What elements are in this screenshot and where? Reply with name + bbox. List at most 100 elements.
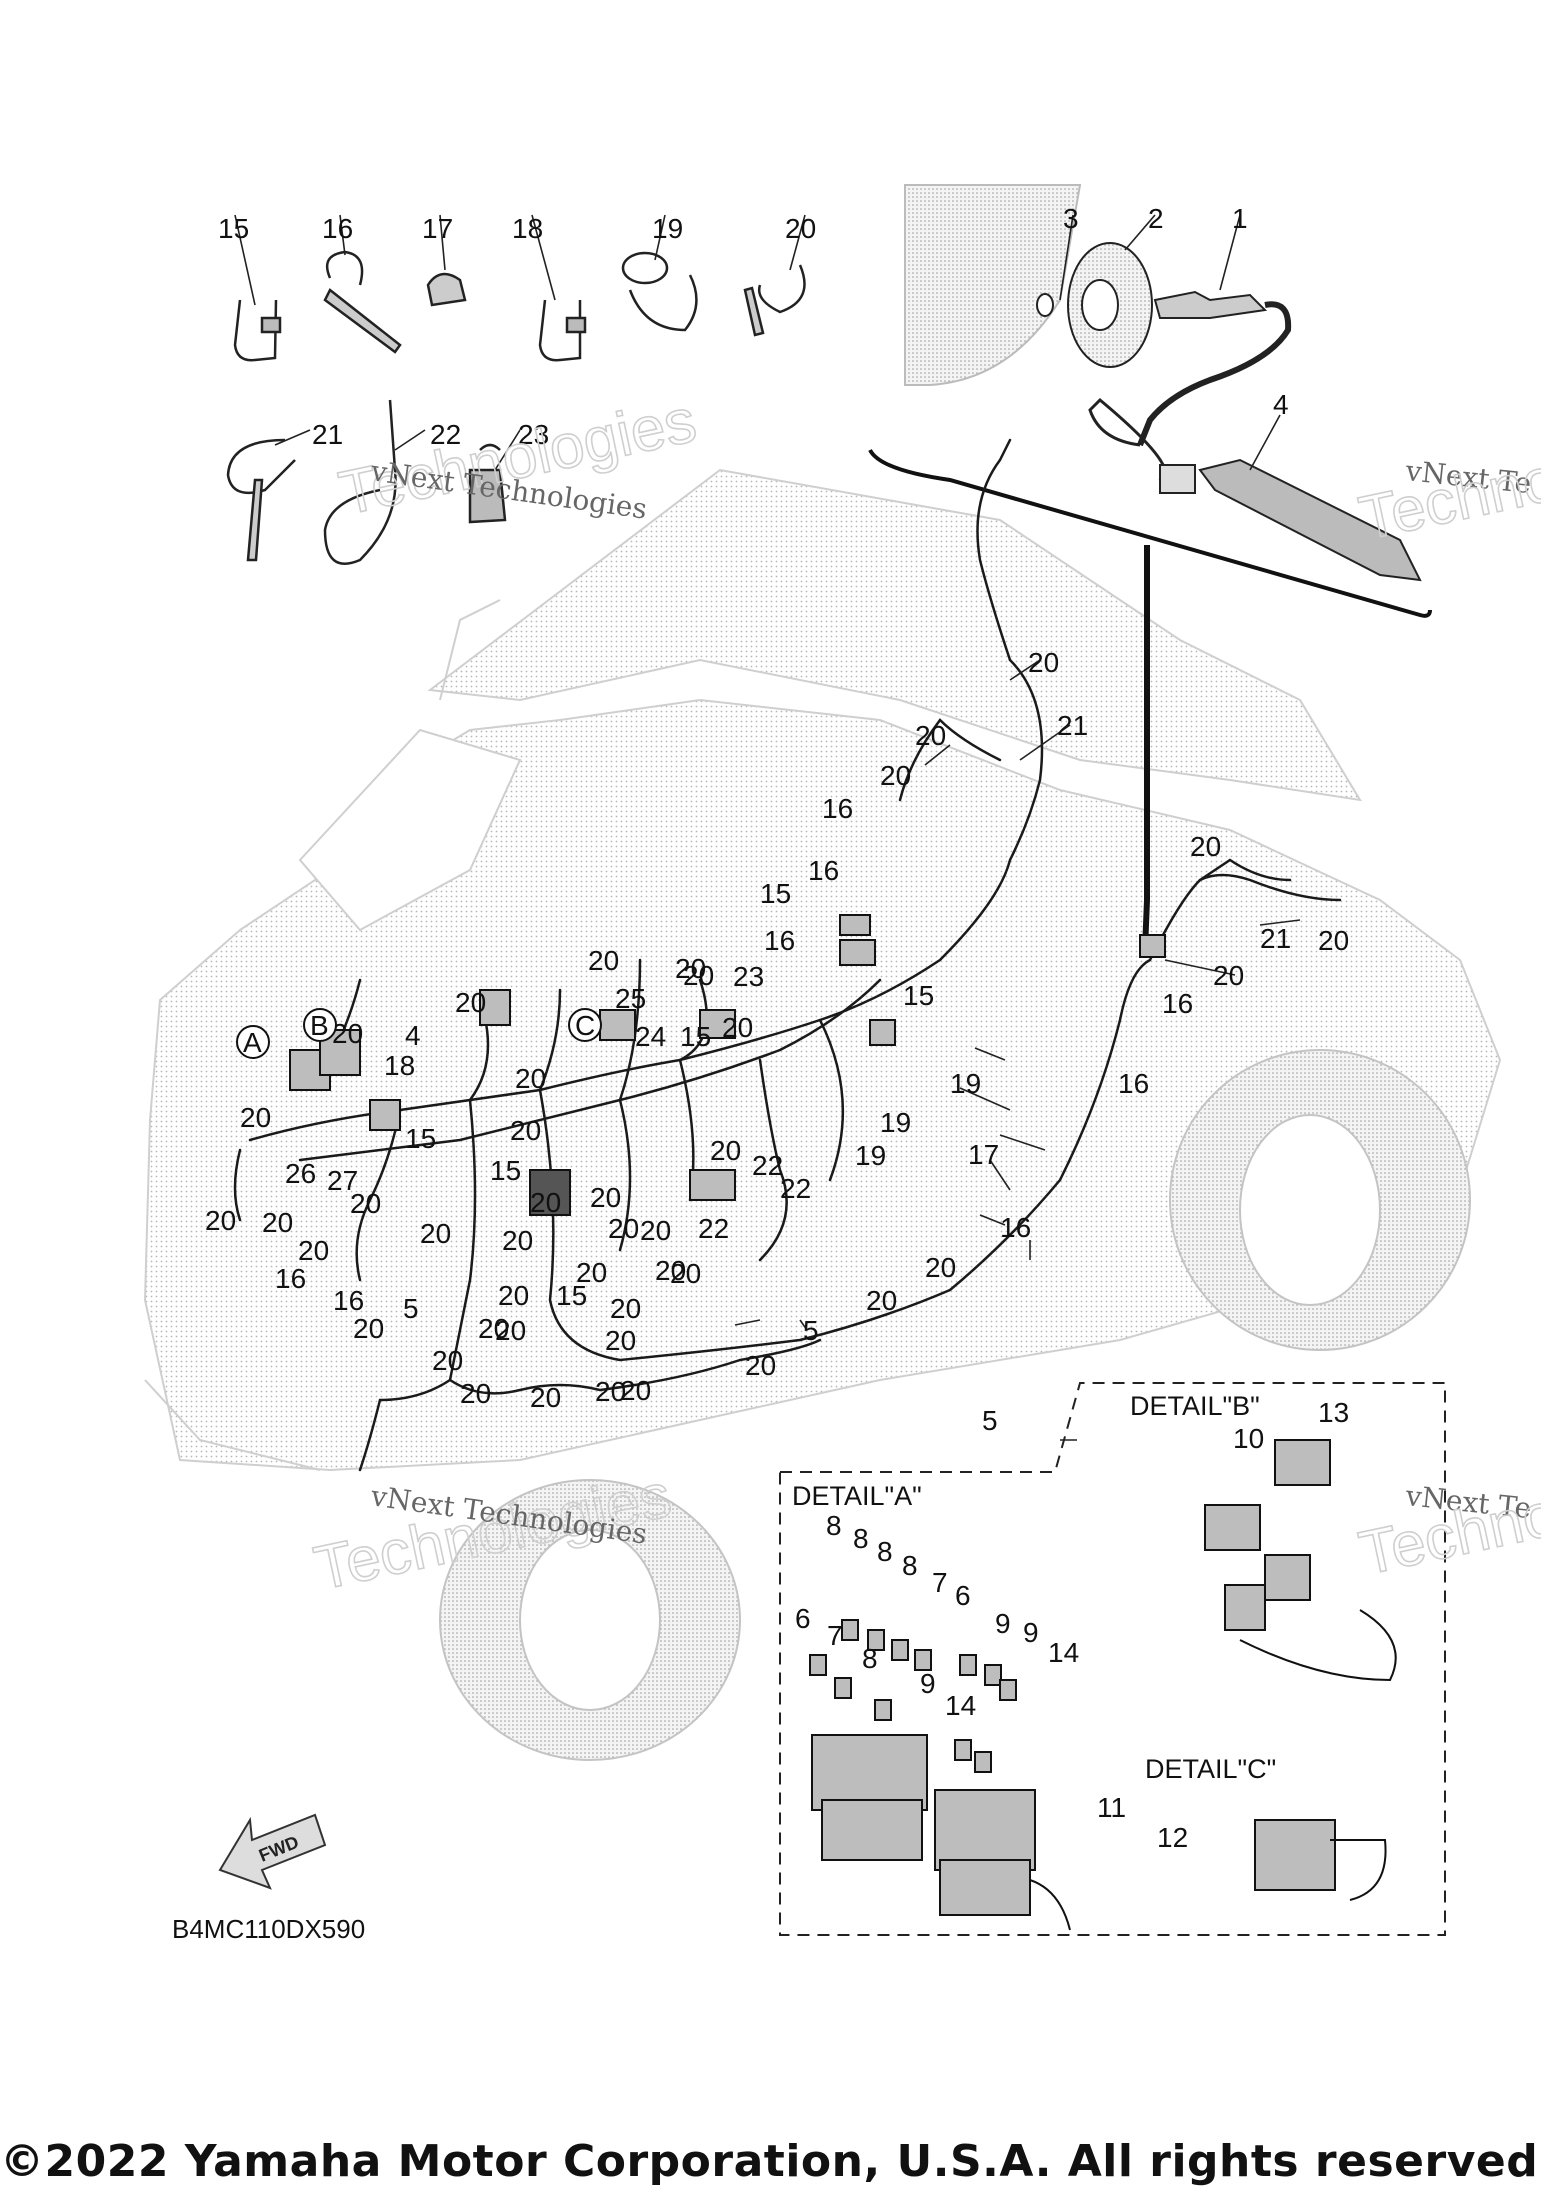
harness-callout: 20 [745,1350,776,1381]
sensor-assembly [904,184,1422,582]
detail-a-callout: 14 [945,1690,976,1721]
callout-4: 4 [1273,389,1289,420]
detail-a-callout: 6 [795,1603,811,1634]
harness-callout: 15 [903,980,934,1011]
marker-a-circle [236,1025,270,1059]
detail-c-labels: 11 12 [1097,1792,1188,1853]
harness-callout: 21 [1260,923,1291,954]
top-callouts: 15 16 17 18 19 20 21 22 23 3 2 1 4 [218,203,1289,450]
detail-b-labels: 10 13 [1233,1397,1349,1454]
harness-callout: 16 [275,1263,306,1294]
detail-a-callout: 7 [827,1620,843,1651]
harness-callout: 22 [752,1150,783,1181]
callout-3: 3 [1063,203,1079,234]
harness-callout: 20 [353,1313,384,1344]
diagram-code: B4MC110DX590 [172,1914,365,1944]
callout-leaders [234,214,1301,1441]
harness-callout: 20 [478,1313,509,1344]
harness-callout: 5 [403,1293,419,1324]
relay-art [1204,1439,1397,1901]
harness-callout: 20 [240,1102,271,1133]
callout-2: 2 [1148,203,1164,234]
harness-callout: 20 [1028,647,1059,678]
harness-callout: 19 [950,1068,981,1099]
harness-callout: 15 [405,1123,436,1154]
harness-callout: 16 [808,855,839,886]
callout-22: 22 [430,419,461,450]
harness-callout: 20 [915,720,946,751]
detail-a-callout: 8 [877,1536,893,1567]
harness-callout: 20 [530,1382,561,1413]
harness-callout: 26 [285,1158,316,1189]
detail-a-callout: 8 [862,1643,878,1674]
harness-callout: 20 [675,953,706,984]
harness-callout: 15 [556,1280,587,1311]
callout-19: 19 [652,213,683,244]
detail-a-callout: 8 [826,1510,842,1541]
harness-connectors [289,914,1166,1216]
harness-callout: 21 [1057,710,1088,741]
harness-callout: 20 [590,1182,621,1213]
copyright-notice: ©2022 Yamaha Motor Corporation, U.S.A. A… [0,2136,1541,2187]
harness-callout: 19 [855,1140,886,1171]
harness-callout: 20 [588,945,619,976]
harness-callout: 16 [764,925,795,956]
detail-a-callout: 8 [853,1523,869,1554]
vehicle-outline [143,468,1502,1761]
harness-callout: 20 [640,1215,671,1246]
detail-a-callout: 9 [920,1668,936,1699]
harness-callout: 20 [510,1115,541,1146]
harness-callout: 20 [530,1187,561,1218]
harness-callout: 4 [405,1020,421,1051]
harness-callout: 27 [327,1165,358,1196]
harness-callout: 5 [803,1315,819,1346]
harness-callout: 20 [515,1063,546,1094]
harness-callout: 20 [1213,960,1244,991]
forward-arrow-icon [218,1813,327,1890]
harness-callout: 16 [1000,1212,1031,1243]
detail-a-callout: 9 [1023,1617,1039,1648]
harness-callout: 20 [420,1218,451,1249]
callout-15: 15 [218,213,249,244]
harness-callout: 20 [655,1255,686,1286]
clip-row-second [226,399,507,565]
harness-callout: 20 [455,987,486,1018]
harness-callout: 15 [680,1021,711,1052]
callout-20: 20 [785,213,816,244]
harness-callout: 20 [866,1285,897,1316]
detail-reference: 5 [982,1405,998,1436]
detail-a-callout: 6 [955,1580,971,1611]
detail-c-callout: 11 [1097,1792,1126,1823]
harness-callout: 20 [205,1205,236,1236]
harness-callout: 17 [968,1139,999,1170]
harness-callout: 20 [502,1225,533,1256]
harness-callout: 20 [298,1235,329,1266]
marker-a: A [243,1027,262,1058]
harness-callout: 20 [262,1207,293,1238]
harness-callout: 20 [710,1135,741,1166]
detail-a-labels: 8 8 8 8 7 6 6 7 8 9 9 14 9 14 [795,1510,1079,1721]
detail-c-callout: 12 [1157,1822,1188,1853]
harness-callouts: 20 21 20 20 16 16 15 16 15 20 21 20 20 1… [205,647,1349,1413]
harness-callout: 24 [635,1021,666,1052]
harness-callout: 20 [498,1280,529,1311]
harness-callout: 18 [384,1050,415,1081]
marker-b-circle [303,1008,337,1042]
harness-callout: 20 [605,1325,636,1356]
harness-callout: 23 [733,961,764,992]
detail-c-title: DETAIL"C" [1145,1754,1276,1784]
harness-callout: 20 [350,1188,381,1219]
callout-18: 18 [512,213,543,244]
callout-21: 21 [312,419,343,450]
detail-b-callout: 10 [1233,1423,1264,1454]
harness-callout: 16 [333,1285,364,1316]
harness-callout: 20 [1190,831,1221,862]
harness-callout: 20 [495,1315,526,1346]
harness-callout: 20 [925,1252,956,1283]
harness-callout: 20 [670,1258,701,1289]
harness-callout: 25 [615,983,646,1014]
harness-callout: 20 [595,1376,626,1407]
harness-callout: 16 [1162,988,1193,1019]
detail-a-title: DETAIL"A" [792,1481,922,1511]
